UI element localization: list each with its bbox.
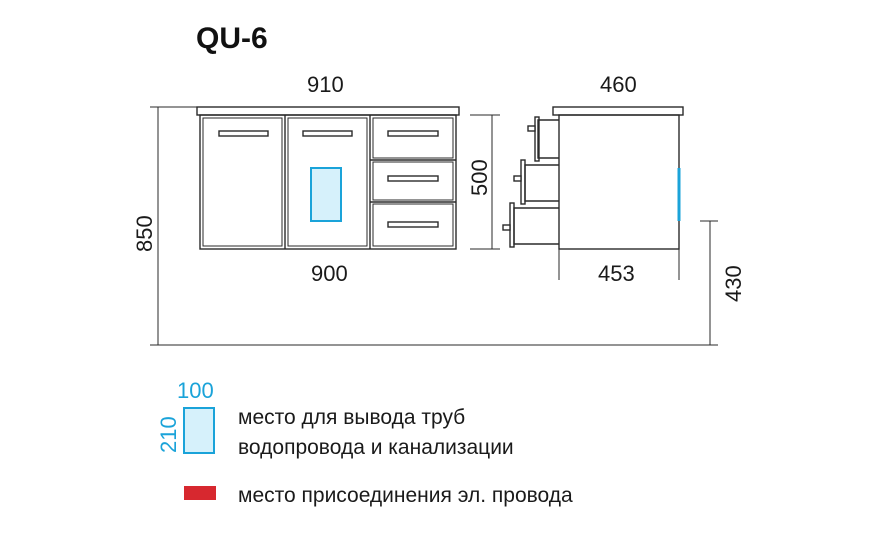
dim-depth-body: 453: [598, 261, 635, 286]
side-cabinet-body: [558, 114, 680, 250]
drawer-top: [372, 117, 454, 159]
dim-depth-top: 460: [600, 72, 637, 97]
dim-total-height: 850: [132, 215, 157, 252]
legend-pipe-zone-swatch: [183, 407, 215, 454]
dim-body-width: 900: [311, 261, 348, 286]
side-drawer-top-handle: [527, 125, 536, 132]
drawer-bottom: [372, 203, 454, 247]
side-drawer-top: [537, 119, 559, 159]
door-middle-handle: [302, 130, 353, 137]
drawer-top-handle: [387, 130, 439, 137]
pipe-outlet-zone: [310, 167, 342, 222]
legend-electric-swatch: [184, 486, 216, 500]
side-drawer-middle-handle: [513, 175, 522, 182]
legend-pipe-line1: место для вывода труб: [238, 406, 465, 429]
drawer-bottom-handle: [387, 221, 439, 228]
front-cabinet-body: [199, 114, 457, 250]
pipe-zone-height: 210: [156, 416, 181, 453]
dim-mount-height: 430: [721, 265, 746, 302]
door-middle: [287, 117, 368, 247]
drawer-middle: [372, 161, 454, 201]
legend-pipe-line2: водопровода и канализации: [238, 436, 514, 459]
side-view: [502, 106, 684, 250]
door-left-handle: [218, 130, 269, 137]
dim-body-height: 500: [467, 159, 492, 196]
side-drawer-middle-front: [520, 159, 526, 205]
drawer-middle-handle: [387, 175, 439, 182]
side-drawer-top-front: [534, 116, 540, 162]
front-worktop: [196, 106, 460, 116]
model-title: QU-6: [196, 22, 268, 55]
pipe-zone-width: 100: [177, 378, 214, 403]
legend-electric: место присоединения эл. провода: [238, 484, 573, 507]
door-left: [202, 117, 283, 247]
side-drawer-bottom-handle: [502, 224, 511, 231]
side-drawer-middle: [524, 164, 559, 202]
dim-top-width: 910: [307, 72, 344, 97]
side-drawer-bottom: [513, 207, 559, 245]
side-worktop: [552, 106, 684, 116]
front-view: [196, 106, 460, 250]
